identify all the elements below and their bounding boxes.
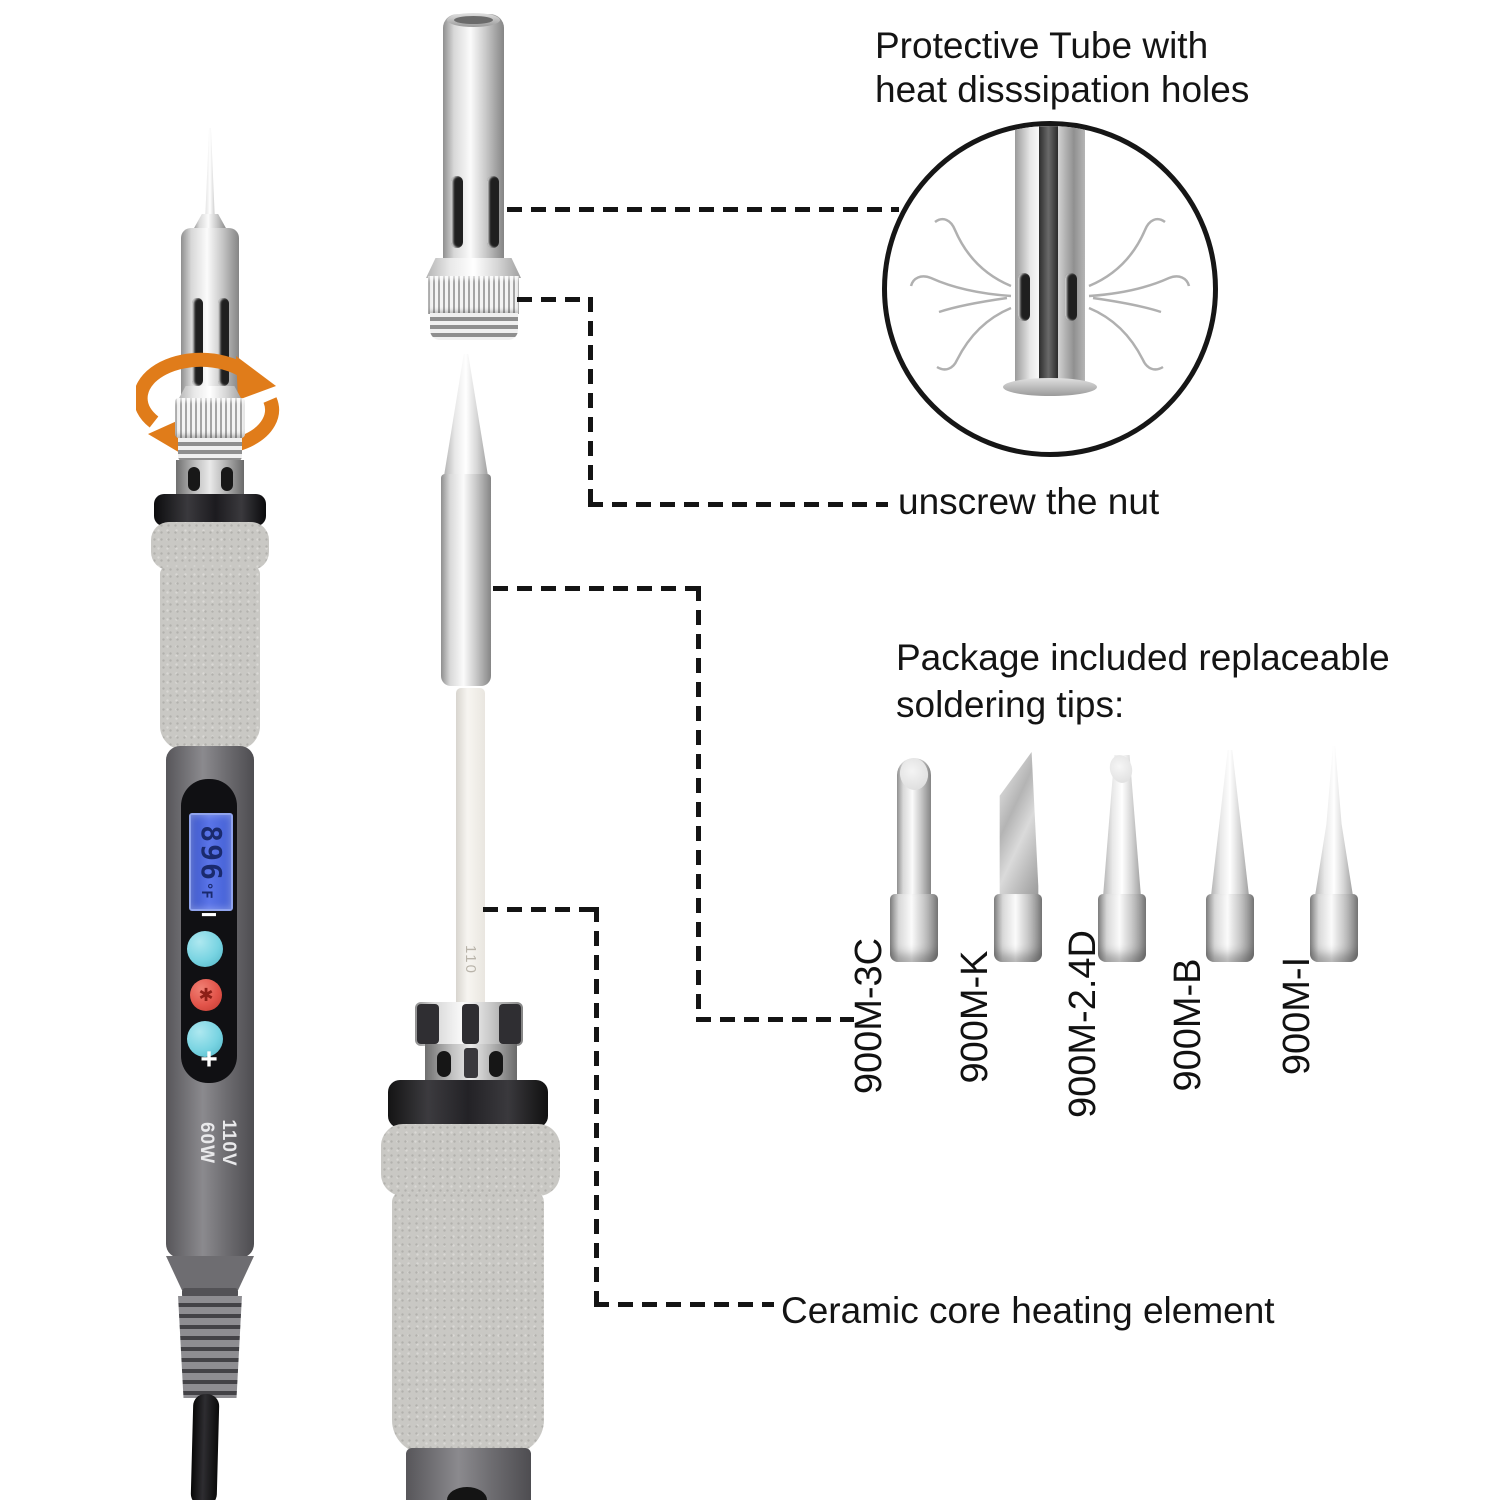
- tip-shape-conical: [1211, 750, 1249, 896]
- protective-tube-label-line2: heat disssipation holes: [875, 69, 1250, 110]
- protective-tube-cap-bore: [454, 16, 493, 24]
- tube-vent-slot: [487, 176, 499, 248]
- collar-hole: [437, 1051, 451, 1077]
- hex-collar: [388, 1080, 548, 1128]
- package-tips-label: Package included replaceable soldering t…: [896, 634, 1456, 728]
- handle-taper: [166, 1256, 254, 1290]
- tip-shank: [1098, 894, 1146, 962]
- tip-label-900M-2.4D: 900M-2.4D: [1062, 930, 1104, 1118]
- exploded-view: 110: [360, 0, 620, 1500]
- ceramic-heating-element: [456, 688, 485, 1010]
- tube-vent-slot: [451, 176, 463, 248]
- tip-shape-needle: [1315, 746, 1353, 896]
- tip-label-900M-I: 900M-I: [1276, 956, 1318, 1076]
- protective-tube-label-line1: Protective Tube with: [875, 25, 1209, 66]
- lcd-display: 896°F: [189, 813, 233, 911]
- tip-label-900M-3C: 900M-3C: [848, 937, 890, 1095]
- plus-label: +: [200, 1043, 218, 1076]
- iron-tip-point: [205, 128, 215, 218]
- inset-tube-flange: [1003, 378, 1097, 396]
- inset-inner-rod: [1039, 126, 1058, 386]
- package-tips-label-line2: soldering tips:: [896, 684, 1125, 725]
- soldering-tips-set: 900M-3C 900M-K 900M-2.4D 900M-B 900M-I: [840, 740, 1400, 1170]
- tip-shape-knife: [999, 752, 1039, 898]
- iron-tip-cone: [193, 214, 227, 230]
- voltage-label: 110V: [218, 1119, 239, 1167]
- connector-nut-line-v: [588, 297, 593, 507]
- collar-center-slot: [464, 1048, 478, 1078]
- barrel-vent-slot: [192, 298, 203, 386]
- tube-detail-inset: [882, 121, 1218, 457]
- collar-post: [462, 1004, 479, 1044]
- grip-body: [160, 566, 260, 750]
- power-cable: [190, 1393, 220, 1500]
- connector-ceramic-line-h1: [483, 907, 598, 912]
- collar-post: [499, 1004, 521, 1044]
- soldering-tip-cone: [444, 354, 488, 476]
- temp-down-button[interactable]: [187, 931, 223, 967]
- strain-relief-band: [182, 1288, 238, 1298]
- left-soldering-iron: 896°F − ✱ + 110V 60W: [0, 0, 340, 1500]
- inset-vent-slot: [1065, 273, 1077, 321]
- inset-vent-slot: [1018, 273, 1030, 321]
- ceramic-marking: 110: [462, 945, 479, 975]
- iron-nut-shoulder: [178, 386, 242, 400]
- collar-hole: [489, 1051, 503, 1077]
- tip-label-900M-B: 900M-B: [1167, 958, 1209, 1092]
- hex-hole: [188, 467, 200, 491]
- temp-up-button[interactable]: [187, 1021, 223, 1057]
- tip-shank: [1310, 894, 1358, 962]
- ceramic-element-label: Ceramic core heating element: [781, 1290, 1275, 1331]
- tip-shank: [890, 894, 938, 962]
- iron-hex-section: [176, 460, 244, 498]
- connector-ceramic-line-v: [594, 907, 599, 1307]
- connector-tube-line: [507, 207, 899, 212]
- iron-black-collar: [154, 494, 266, 526]
- iron-knurled-nut: [175, 398, 245, 438]
- knurled-nut: [428, 276, 519, 314]
- lower-grip-flange: [381, 1124, 560, 1196]
- connector-nut-line-h1: [517, 297, 591, 302]
- lcd-temp-readout: 896°F: [191, 813, 231, 911]
- hex-hole: [221, 467, 233, 491]
- connector-nut-line-h2: [588, 502, 888, 507]
- soldering-tip-cylinder: [441, 474, 491, 686]
- barrel-vent-slot: [218, 298, 229, 386]
- connector-tip-line-v: [696, 586, 701, 1022]
- connector-ceramic-line-h2: [594, 1302, 774, 1307]
- unscrew-nut-label: unscrew the nut: [898, 481, 1160, 522]
- lower-grip-body: [392, 1192, 544, 1454]
- power-button[interactable]: ✱: [190, 979, 222, 1011]
- airflow-icon: [909, 218, 1191, 371]
- iron-threads: [178, 438, 242, 462]
- lcd-temp-value: 896: [195, 825, 228, 882]
- protective-tube-label: Protective Tube with heat disssipation h…: [875, 24, 1315, 112]
- tip-shank: [994, 894, 1042, 962]
- nut-threads: [430, 313, 518, 340]
- power-button-glyph: ✱: [198, 985, 214, 1005]
- collar-post: [417, 1004, 439, 1044]
- minus-label: −: [200, 899, 218, 930]
- power-rating: 110V 60W: [195, 1108, 239, 1178]
- package-tips-label-line1: Package included replaceable: [896, 637, 1390, 678]
- tip-shank: [1206, 894, 1254, 962]
- connector-tip-line-h2: [696, 1017, 854, 1022]
- wattage-label: 60W: [196, 1121, 217, 1165]
- lcd-temp-unit: °F: [198, 881, 214, 899]
- nut-flange: [426, 258, 521, 278]
- tip-label-900M-K: 900M-K: [954, 950, 996, 1084]
- connector-tip-line-h1: [493, 586, 701, 591]
- grip-flange: [151, 522, 269, 570]
- lower-body-hole: [447, 1487, 487, 1500]
- strain-relief-ribs: [178, 1296, 242, 1398]
